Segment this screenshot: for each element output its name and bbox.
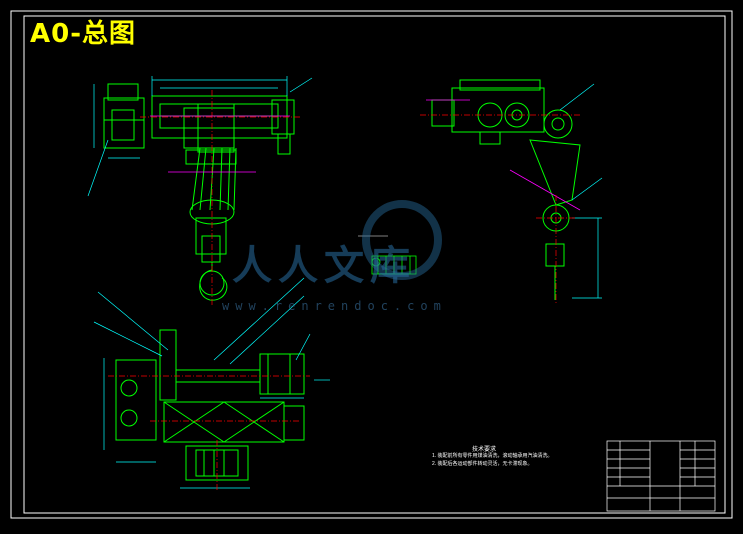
technical-note-line: 2. 装配后各运动部件转动灵活，无卡滞现象。 <box>432 461 533 467</box>
outer-frame <box>10 10 733 519</box>
plan-view-dims <box>93 277 330 489</box>
side-view <box>431 79 581 300</box>
title-block <box>606 440 716 512</box>
plan-view <box>115 329 305 481</box>
side-view-dims <box>559 83 603 299</box>
drawing-title: A0-总图 <box>30 19 137 49</box>
technical-notes-heading: 技术要求 <box>472 447 497 453</box>
technical-note-line: 1. 装配前所有零件用煤油清洗，滚动轴承用汽油清洗。 <box>432 453 553 459</box>
hoist-front-centerlines <box>140 90 300 305</box>
hoist-front-magenta <box>150 115 290 173</box>
plan-view-centerlines <box>108 375 310 490</box>
watermark-url: www.renrendoc.com <box>222 299 447 313</box>
watermark-text: 人人文库 <box>232 243 416 289</box>
detail-view <box>371 255 417 275</box>
side-view-magenta <box>426 99 581 211</box>
inner-frame <box>23 15 726 514</box>
side-view-centerlines <box>420 114 580 305</box>
hoist-front-dims <box>87 76 313 197</box>
